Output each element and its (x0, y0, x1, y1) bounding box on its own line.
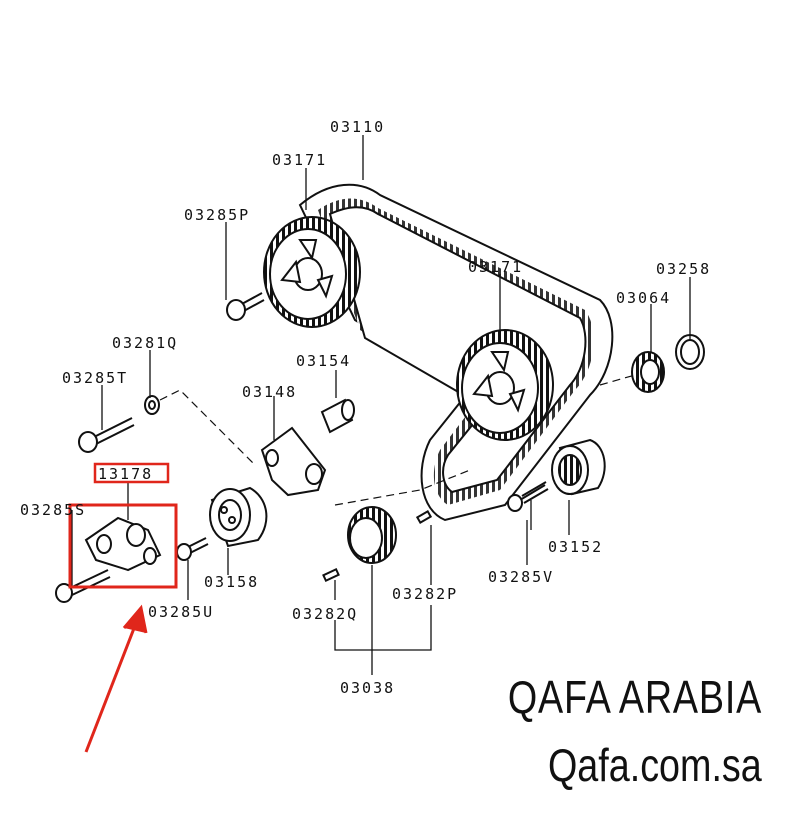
label-sprocket-lower: 03171 (468, 258, 523, 276)
arrow-head (122, 604, 148, 634)
leader-lines (71, 135, 691, 675)
highlight (68, 462, 178, 753)
label-seal-ring: 03258 (656, 260, 711, 278)
label-tensioner-arm: 13178 (98, 465, 153, 483)
tensioner-highlight-box (68, 503, 178, 589)
seal-ring-03258 (675, 334, 705, 370)
label-idler-pulley: 03158 (204, 573, 259, 591)
washer-03064 (631, 351, 665, 393)
part-labels: 03110 03171 03285P 03171 03258 03064 032… (20, 118, 711, 697)
tensioner-arm-13178 (84, 516, 162, 572)
watermark-url: Qafa.com.sa (548, 739, 762, 791)
bolt-03285p (226, 292, 265, 321)
pin-03154 (320, 398, 355, 434)
label-pin-q: 03282Q (292, 605, 358, 623)
label-belt: 03110 (330, 118, 385, 136)
label-bolt-p: 03285P (184, 206, 250, 224)
bolt-03285t (78, 417, 135, 453)
bolt-03285v (507, 481, 549, 512)
washer-03281q (144, 395, 160, 415)
pulley-03152 (551, 438, 606, 496)
label-bolt-t: 03285T (62, 369, 128, 387)
label-bolt-v: 03285V (488, 568, 554, 586)
upper-cam-sprocket (263, 216, 361, 328)
lower-cam-sprocket (456, 329, 554, 441)
label-pulley-set: 03038 (340, 679, 395, 697)
arrow-shaft (84, 617, 140, 753)
label-bracket: 03148 (242, 383, 297, 401)
label-bolt-u: 03285U (148, 603, 214, 621)
pin-03282p (415, 510, 433, 524)
label-highlight-box (93, 462, 170, 484)
idler-gear (347, 506, 397, 564)
watermark-name: QAFA ARABIA (507, 671, 762, 723)
idler-pulley-03158 (209, 486, 268, 548)
label-sprocket-upper: 03171 (272, 151, 327, 169)
label-washer-q: 03281Q (112, 334, 178, 352)
label-pin: 03154 (296, 352, 351, 370)
label-pulley-152: 03152 (548, 538, 603, 556)
assembly-line (159, 374, 636, 506)
bolt-03285u (176, 537, 209, 561)
label-washer-064: 03064 (616, 289, 671, 307)
label-bolt-s: 03285S (20, 501, 86, 519)
pin-03282q (322, 567, 340, 583)
label-pin-p: 03282P (392, 585, 458, 603)
bracket-03148 (260, 426, 327, 497)
